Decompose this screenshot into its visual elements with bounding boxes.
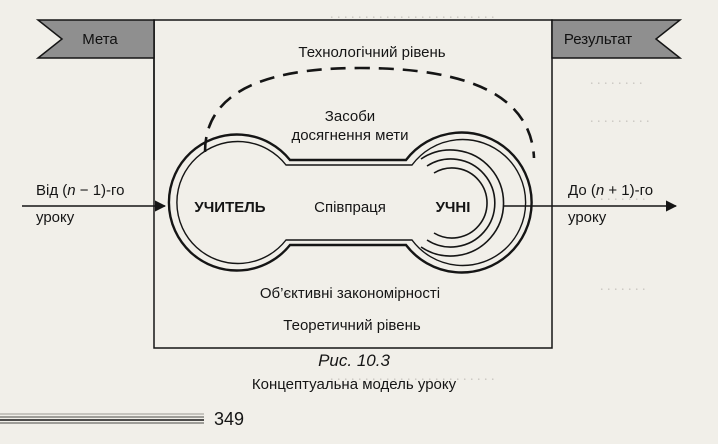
to-next-lesson-line1: До (n + 1)-го [568, 182, 653, 199]
teacher-students-shape [167, 131, 533, 274]
svg-text:. . . . . . .: . . . . . . . [600, 279, 646, 294]
means-label-line1: Засоби [325, 108, 375, 125]
teacher-label: УЧИТЕЛЬ [194, 199, 265, 216]
bleed-through-texture: . . . . . . . . . . . . . . . . . . . . … [330, 7, 650, 384]
svg-text:. . . . . . . . . . . . . . .: . . . . . . . . . . . . . . . . . . . . … [330, 7, 495, 22]
technological-level-label: Технологічний рівень [298, 44, 445, 61]
figure-label: Рис. 10.3 [318, 351, 390, 370]
goal-flag-label: Мета [82, 31, 118, 48]
objective-laws-label: Об’єктивні закономірності [260, 285, 440, 302]
figure-title: Концептуальна модель уроку [252, 376, 457, 393]
means-label-line2: досягнення мети [291, 127, 408, 144]
result-flag: Результат [551, 19, 683, 59]
footer-rule [0, 413, 204, 424]
svg-text:. . . . . . . .: . . . . . . . . [590, 73, 643, 88]
result-flag-label: Результат [564, 31, 632, 48]
goal-flag: Мета [35, 19, 155, 160]
cooperation-label: Співпраця [314, 199, 386, 216]
page-number: 349 [214, 409, 244, 429]
to-next-lesson-line2: уроку [568, 209, 607, 226]
svg-text:. . . . . . .: . . . . . . . [600, 189, 646, 204]
model-frame [153, 19, 553, 349]
students-label: УЧНІ [436, 199, 471, 216]
theoretical-level-label: Теоретичний рівень [283, 317, 421, 334]
svg-text:. . . . . . . . .: . . . . . . . . . [590, 111, 650, 126]
svg-text:. . . . . . . . . . . . . . .: . . . . . . . . . . . . . . . . . . . . … [330, 369, 495, 384]
means-dashed-arc [203, 66, 536, 159]
from-previous-lesson-line2: уроку [36, 209, 75, 226]
from-previous-lesson-line1: Від (n − 1)-го [36, 182, 125, 199]
